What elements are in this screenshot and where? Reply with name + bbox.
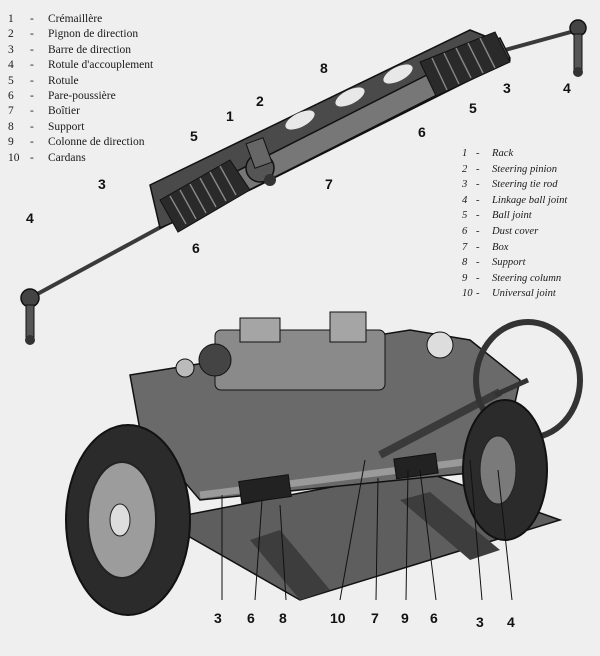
legend-en-row: 9-Steering column: [462, 272, 562, 284]
left-tie-rod: [29, 220, 171, 300]
callout-linkage-left: 4: [26, 210, 34, 226]
legend-fr-row: 5-Rotule: [8, 74, 79, 87]
callout-universal-joint-bottom: 10: [330, 610, 346, 626]
callout-dust-cover-right: 6: [418, 124, 426, 140]
callout-ball-joint-left: 5: [190, 128, 198, 144]
callout-tie-rod-left: 3: [98, 176, 106, 192]
callout-support-bottom: 8: [279, 610, 287, 626]
right-front-wheel: [462, 399, 548, 541]
legend-fr-row: 6-Pare-poussière: [8, 90, 116, 103]
legend-en-row: 7-Box: [462, 241, 509, 253]
legend-en-row: 8-Support: [462, 257, 526, 269]
callout-linkage-bottom-right: 4: [507, 614, 515, 630]
legend-en-row: 4-Linkage ball joint: [462, 194, 568, 206]
steering-pinion: [245, 137, 276, 186]
callout-tie-rod-bottom-left: 3: [214, 610, 222, 626]
callout-ball-joint-right: 5: [469, 100, 477, 116]
callout-rack-top: 1: [226, 108, 234, 124]
callout-pinion-top: 2: [256, 93, 264, 109]
callout-box-bottom: 7: [371, 610, 379, 626]
callout-dust-cover-left: 6: [192, 240, 200, 256]
legend-fr-row: 4-Rotule d'accouplement: [8, 59, 154, 72]
callout-tie-rod-bottom-right: 3: [476, 614, 484, 630]
callout-support-top: 8: [320, 60, 328, 76]
legend-en-row: 1-Rack: [462, 148, 514, 159]
callout-tie-rod-right: 3: [503, 80, 511, 96]
legend-en-row: 5-Ball joint: [462, 210, 532, 222]
right-tie-rod: [504, 28, 579, 52]
legend-fr-row: 1-Crémaillère: [8, 13, 103, 25]
left-front-wheel: [65, 424, 191, 616]
legend-en-row: 2-Steering pinion: [462, 163, 558, 175]
callout-dust-cover-bottom-right: 6: [430, 610, 438, 626]
callout-steering-column-bottom: 9: [401, 610, 409, 626]
legend-fr-row: 7-Boîtier: [8, 105, 80, 118]
legend-fr-row: 3-Barre de direction: [8, 43, 132, 56]
exploded-steering-rack: [20, 19, 587, 345]
right-ball-joint: [569, 19, 587, 77]
bottom-leader-lines: [221, 459, 513, 601]
legend-fr-row: 2-Pignon de direction: [8, 28, 139, 41]
chassis-cutaway: [65, 311, 583, 616]
legend-fr-row: 10-Cardans: [8, 151, 86, 164]
legend-en-row: 3-Steering tie rod: [462, 179, 558, 191]
left-dust-cover: [159, 159, 251, 233]
legend-fr-row: 8-Support: [8, 120, 85, 133]
legend-fr-row: 9-Colonne de direction: [8, 136, 145, 149]
left-ball-joint: [20, 288, 40, 345]
assembled-left-bellows: [238, 474, 292, 504]
assembled-right-bellows: [393, 452, 439, 480]
legend-en-row: 6-Dust cover: [462, 225, 539, 237]
legend-english: 1-Rack 2-Steering pinion 3-Steering tie …: [462, 146, 600, 302]
legend-en-row: 10-Universal joint: [462, 288, 556, 300]
callout-dust-cover-bottom-left: 6: [247, 610, 255, 626]
legend-french: 1-Crémaillère 2-Pignon de direction 3-Ba…: [8, 12, 238, 166]
callout-box-top: 7: [325, 176, 333, 192]
callout-linkage-right: 4: [563, 80, 571, 96]
engine-block: [175, 311, 454, 391]
right-dust-cover: [419, 31, 511, 97]
